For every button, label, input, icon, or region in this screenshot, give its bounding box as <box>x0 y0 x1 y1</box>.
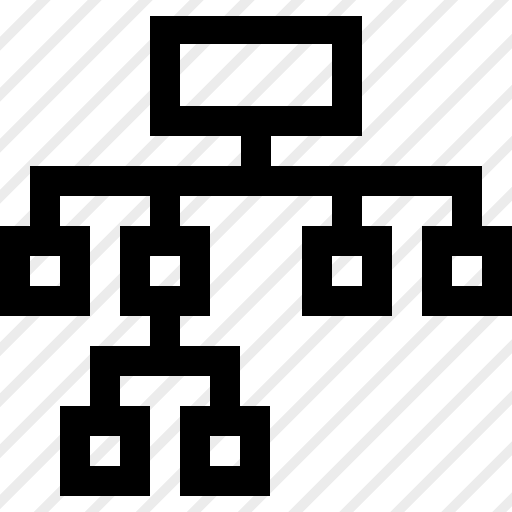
grandchild-node-2 <box>180 406 270 496</box>
child-node-3 <box>302 226 392 316</box>
top-stem-connector <box>241 136 271 166</box>
grandchild-node-1 <box>60 406 150 496</box>
child-node-1 <box>0 226 90 316</box>
lower-stem-connector <box>150 316 180 346</box>
lower-drop-connector-1 <box>90 376 120 406</box>
lower-bus-connector <box>90 346 240 376</box>
drop-connector-2 <box>150 196 180 226</box>
child-node-4 <box>422 226 512 316</box>
drop-connector-3 <box>332 196 362 226</box>
drop-connector-4 <box>452 196 482 226</box>
lower-drop-connector-2 <box>210 376 240 406</box>
child-node-2 <box>120 226 210 316</box>
drop-connector-1 <box>30 196 60 226</box>
horizontal-bus-connector <box>30 166 482 196</box>
top-node <box>150 16 362 136</box>
